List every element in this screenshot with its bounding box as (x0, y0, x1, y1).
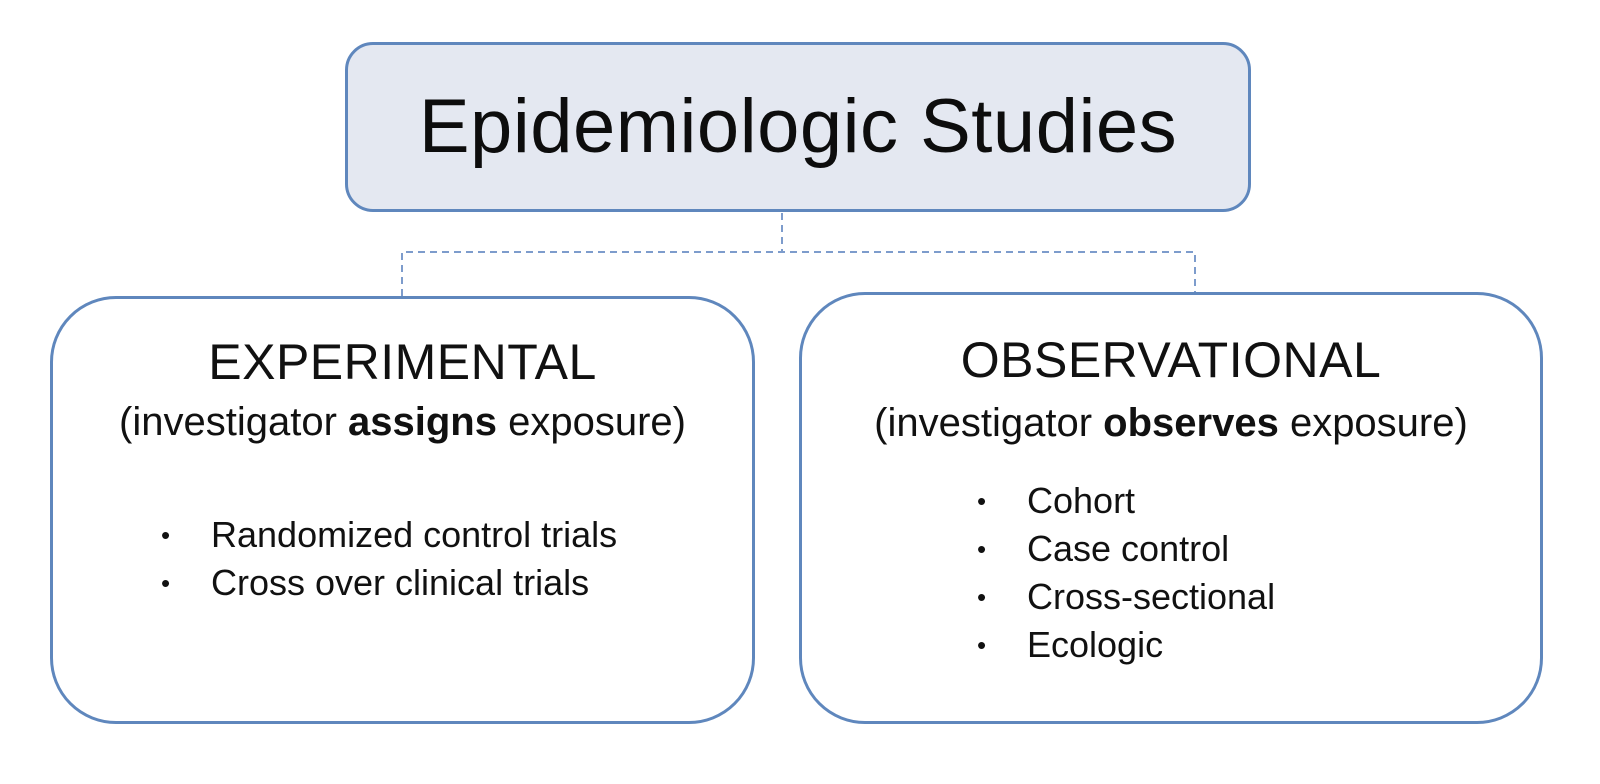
experimental-sub-bold: assigns (348, 400, 497, 444)
bullet-icon: • (977, 582, 987, 612)
list-item: • Cohort (977, 477, 1275, 525)
observational-subheading: (investigator observes exposure) (802, 403, 1540, 443)
list-item-label: Cross over clinical trials (211, 562, 590, 603)
bullet-icon: • (977, 534, 987, 564)
list-item: • Cross over clinical trials (161, 559, 617, 607)
experimental-heading: EXPERIMENTAL (208, 334, 597, 390)
list-item: • Ecologic (977, 621, 1275, 669)
observational-list: • Cohort • Case control • Cross-sectiona… (977, 477, 1275, 669)
observational-sub-suffix: exposure) (1278, 401, 1468, 445)
experimental-sub-prefix: (investigator (119, 400, 349, 444)
bullet-icon: • (977, 630, 987, 660)
observational-sub-bold: observes (1103, 401, 1279, 445)
observational-sub-prefix: (investigator (874, 401, 1104, 445)
list-item-label: Case control (1027, 528, 1230, 569)
list-item: • Case control (977, 525, 1275, 573)
experimental-list: • Randomized control trials • Cross over… (161, 511, 617, 607)
bullet-icon: • (161, 520, 171, 550)
connector-branch (401, 251, 1196, 296)
root-title: Epidemiologic Studies (418, 84, 1178, 169)
list-item-label: Ecologic (1027, 624, 1164, 665)
experimental-subheading: (investigator assigns exposure) (53, 402, 752, 442)
bullet-icon: • (161, 568, 171, 598)
list-item: • Cross-sectional (977, 573, 1275, 621)
list-item-label: Randomized control trials (211, 514, 618, 555)
observational-node: OBSERVATIONAL (investigator observes exp… (799, 292, 1543, 724)
experimental-sub-suffix: exposure) (496, 400, 686, 444)
list-item-label: Cohort (1027, 480, 1136, 521)
list-item: • Randomized control trials (161, 511, 617, 559)
observational-heading: OBSERVATIONAL (960, 332, 1382, 388)
bullet-icon: • (977, 486, 987, 516)
list-item-label: Cross-sectional (1027, 576, 1276, 617)
root-node: Epidemiologic Studies (345, 42, 1251, 212)
experimental-node: EXPERIMENTAL (investigator assigns expos… (50, 296, 755, 724)
